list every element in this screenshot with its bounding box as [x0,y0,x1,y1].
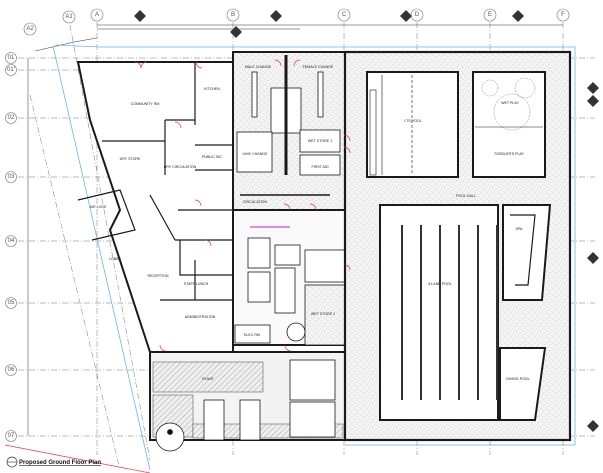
label-female-change: FEMALE CHANGE [303,65,334,69]
lane-rope [401,225,403,400]
spa-seat [510,214,536,286]
row-grid-bubbles: 01 01' 02 03 04 05 06 07 [5,52,17,442]
room-labels: COMMUNITY RM KITCHEN DRY STORE DRY CIRCU… [90,65,530,381]
label-wet-store: WET STORE 1 [308,139,332,143]
svg-text:01': 01' [7,67,15,73]
column-grid-bubbles: A2 A1 A B C D E F [23,8,570,36]
svg-text:04: 04 [8,238,15,244]
label-circulation: CIRCULATION [243,200,267,204]
lane-rope [496,225,498,400]
grid-bubble-A2: A2 [23,22,37,36]
grid-bubble-03: 03 [5,171,17,183]
label-dry-circulation: DRY CIRCULATION [164,165,197,169]
door-swings [134,59,351,352]
grid-bubble-05: 05 [5,297,17,309]
svg-text:03: 03 [8,174,15,180]
label-elec-rm: ELEC RM [244,333,260,337]
label-first-aid: FIRST AID [311,165,329,169]
label-kitchen: KITCHEN [204,87,220,91]
lane-rope [458,225,460,400]
grid-bubble-02: 02 [5,112,17,124]
label-wet-store-2: WET STORE 2 [311,312,335,316]
svg-text:05: 05 [8,300,15,306]
grid-bubble-C: C [337,8,351,22]
grid-bubble-06: 06 [5,364,17,376]
grid-bubble-B: B [226,8,240,22]
diving-pool [499,347,547,421]
label-staff-lunch: STAFF LUNCH [184,282,209,286]
lane-rope [439,225,441,400]
grid-bubble-07: 07 [5,430,17,442]
svg-text:02: 02 [8,115,15,121]
label-air-lock: AIR LOCK [90,205,107,209]
label-administration: ADMINISTRATION [185,315,216,319]
svg-text:A: A [95,12,99,18]
site-boundary-line [54,44,576,446]
svg-text:E: E [488,12,492,18]
spa-pool [502,204,552,301]
lane-rope [477,225,479,400]
label-plant: PLANT [202,377,214,381]
label-wet-play: WET PLAY [501,101,519,105]
wet-play-area [472,71,546,178]
svg-text:A1: A1 [65,14,73,20]
section-marker-icons [134,10,599,432]
grid-bubble-A: A [90,8,104,22]
grid-bubble-01: 01 [5,52,17,64]
svg-text:C: C [342,12,347,18]
svg-text:01: 01 [8,55,15,61]
label-diving-pool: DIVING POOL [506,377,529,381]
svg-text:F: F [561,12,565,18]
lts-pool-steps [369,75,413,176]
label-male-change: MALE CHANGE [245,65,272,69]
label-universal-change: UNIV CHANGE [243,152,269,156]
grid-bubble-F: F [556,8,570,22]
label-lobby: LOBBY [109,257,122,261]
grid-bubble-01p: 01' [5,64,17,76]
label-community-rm: COMMUNITY RM [131,102,160,106]
svg-text:07: 07 [8,433,15,439]
label-public-wc: PUBLIC WC [202,155,222,159]
label-spa: SPA [516,227,524,231]
label-reception: RECEPTION [148,274,169,278]
dimension-lines [27,24,563,436]
grid-bubble-04: 04 [5,235,17,247]
label-lts-pool: LTS POOL [404,119,421,123]
pool-lane-ropes [401,225,498,400]
change-room-fixtures [236,55,341,196]
lane-rope [420,225,422,400]
svg-text:06: 06 [8,367,15,373]
interior-walls [77,62,233,301]
svg-text:D: D [415,12,420,18]
grid-bubble-D: D [410,8,424,22]
lts-pool [366,71,459,178]
label-leisure-pool: 8 LANE POOL [428,282,451,286]
label-pool-hall: POOL HALL [456,194,476,198]
grid-bubble-E: E [483,8,497,22]
drawing-title-block: Proposed Ground Floor Plan [6,456,101,468]
label-dry-store: DRY STORE [120,157,141,161]
filter-vessels [155,359,336,452]
svg-text:B: B [231,12,235,18]
boundary-west-line [52,45,151,471]
plant-hatched-zone [152,361,264,393]
svg-text:A2: A2 [26,26,34,32]
site-line-red [4,444,151,473]
plant-equipment [234,226,346,346]
drawing-title: Proposed Ground Floor Plan [19,460,101,466]
label-toddlers-play: TODDLER'S PLAY [494,152,525,156]
wet-play-features [475,77,543,131]
grid-bubble-A1: A1 [62,10,76,24]
